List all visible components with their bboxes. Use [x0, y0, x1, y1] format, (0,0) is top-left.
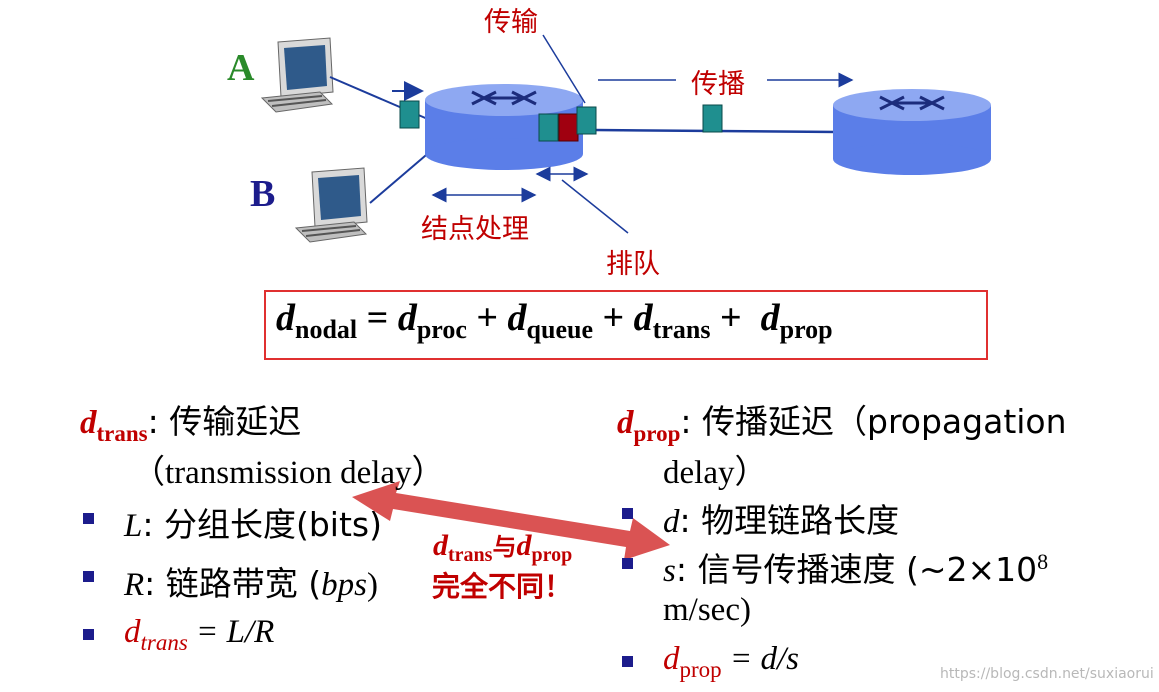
queueing-pointer-line: [561, 179, 629, 234]
host-b-label: B: [250, 173, 276, 215]
bullet-link-bandwidth: R: 链路带宽 (bps): [124, 557, 378, 605]
link-b-router: [369, 149, 433, 204]
bullet-icon: [83, 571, 94, 582]
formula-plus: +: [593, 297, 634, 339]
router-right-icon: [833, 89, 991, 175]
transmission-label: 传输: [484, 7, 538, 38]
var-R: R: [124, 567, 145, 603]
nodal-delay-formula: dnodal = dproc + dqueue + dtrans + dprop: [276, 296, 833, 345]
formula-d: d: [507, 297, 527, 339]
signal-speed-exponent: 8: [1037, 549, 1049, 574]
bullet-icon: [83, 629, 94, 640]
callout-line1: dtrans与dprop: [433, 527, 572, 567]
formula-sub-nodal: nodal: [295, 315, 358, 344]
host-a-computer-icon: [260, 37, 334, 113]
trans-heading-sub: trans: [96, 421, 148, 446]
formula-eq: =: [357, 297, 398, 339]
packet-queued-2: [558, 113, 579, 142]
watermark: https://blog.csdn.net/suxiaorui: [940, 666, 1154, 682]
signal-speed-cont: m/sec): [663, 592, 751, 628]
trans-heading-text: : 传输延迟: [147, 402, 302, 441]
trans-formula-sub: trans: [140, 630, 188, 655]
host-a-label: A: [227, 47, 255, 89]
trans-delay-heading-cont: （transmission delay）: [132, 455, 445, 491]
compare-double-arrow: [352, 481, 670, 560]
prop-formula-sub: prop: [679, 657, 722, 682]
link-bandwidth-text: : 链路带宽 (: [144, 564, 322, 603]
formula-d: d: [760, 297, 780, 339]
formula-sub-prop: prop: [779, 315, 833, 344]
bps-unit: bps: [321, 567, 367, 603]
link-bandwidth-tail: ): [367, 567, 378, 603]
packet-queued-1: [538, 113, 559, 142]
bullet-signal-speed: s: 信号传播速度 (~2×108: [663, 543, 1048, 591]
callout-d2: d: [516, 529, 532, 562]
callout-line2: 完全不同！: [432, 570, 573, 603]
host-b-computer-icon: [294, 167, 368, 243]
trans-heading-d: d: [80, 405, 97, 441]
trans-formula-text: = L/R: [187, 614, 275, 650]
signal-speed-text: : 信号传播速度 (~2×10: [675, 550, 1038, 589]
prop-delay-heading: dprop: 传播延迟（propagation: [617, 395, 1067, 447]
bullet-packet-length: L: 分组长度(bits): [124, 498, 382, 546]
formula-d: d: [276, 297, 295, 339]
packet-incoming: [399, 100, 420, 129]
callout-d1: d: [433, 529, 448, 562]
bullet-link-length: d: 物理链路长度: [663, 494, 899, 542]
formula-sub-trans: trans: [652, 315, 711, 344]
prop-heading-sub: prop: [633, 421, 681, 446]
packet-length-text: : 分组长度(bits): [142, 505, 382, 544]
trans-formula-d: d: [124, 614, 141, 650]
trans-pointer-line: [542, 34, 586, 104]
nodal-processing-label: 结点处理: [421, 214, 529, 245]
var-L: L: [124, 508, 143, 544]
callout-sub2: prop: [531, 544, 573, 566]
callout-mid: 与: [492, 533, 517, 561]
formula-d: d: [397, 297, 417, 339]
bullet-icon: [622, 656, 633, 667]
link-length-text: : 物理链路长度: [679, 501, 900, 540]
bullet-icon: [622, 558, 633, 569]
prop-delay-heading-cont: delay）: [663, 455, 768, 491]
bullet-prop-formula: dprop = d/s: [663, 641, 799, 683]
formula-plus: +: [466, 297, 508, 339]
queueing-label: 排队: [606, 249, 660, 280]
formula-plus: +: [710, 297, 752, 339]
callout-sub1: trans: [448, 544, 493, 566]
prop-heading-text: : 传播延迟（propagation: [680, 402, 1067, 441]
formula-box: [264, 290, 988, 360]
bullet-icon: [622, 508, 633, 519]
trans-delay-heading: dtrans: 传输延迟: [80, 395, 301, 447]
prop-formula-d: d: [663, 641, 680, 677]
formula-sub-proc: proc: [416, 315, 467, 344]
packet-propagating: [702, 104, 723, 133]
prop-heading-d: d: [617, 405, 634, 441]
var-d: d: [663, 504, 680, 540]
propagation-label: 传播: [691, 69, 745, 100]
formula-d: d: [633, 297, 653, 339]
prop-formula-text: = d/s: [721, 641, 799, 677]
formula-sub-queue: queue: [526, 315, 594, 344]
var-s: s: [663, 553, 676, 589]
bullet-trans-formula: dtrans = L/R: [124, 614, 274, 656]
bullet-icon: [83, 513, 94, 524]
packet-transmitting: [576, 106, 597, 135]
